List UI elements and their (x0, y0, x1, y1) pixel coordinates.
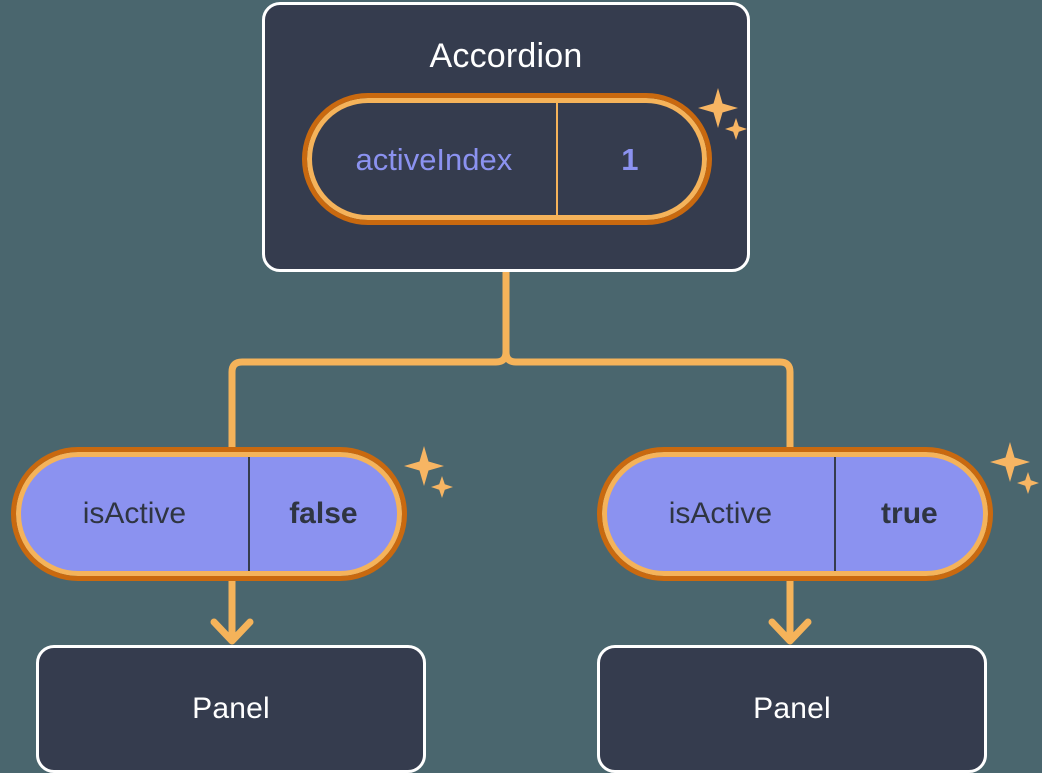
sparkle-icon (990, 442, 1039, 494)
arrow-head-left (210, 618, 254, 645)
panel-title: Panel (192, 692, 270, 725)
state-value-label: 1 (555, 103, 702, 215)
state-key-label: isActive (82, 497, 187, 530)
state-pill-body: isActive true (597, 447, 993, 581)
state-key-label: isActive (668, 497, 773, 530)
state-pill-body: activeIndex 1 (302, 93, 712, 225)
panel-title: Panel (753, 692, 831, 725)
state-key-label: activeIndex (355, 141, 513, 177)
state-pill-is-active-true[interactable]: isActive true (597, 447, 993, 581)
sparkle-icon (404, 446, 453, 498)
state-pill-active-index[interactable]: activeIndex 1 (302, 93, 712, 225)
panel-component-card-right[interactable]: Panel (597, 645, 987, 773)
connector-branch-left (228, 348, 510, 459)
state-pill-is-active-false[interactable]: isActive false (11, 447, 407, 581)
state-value-label: true (833, 457, 983, 571)
state-pill-body: isActive false (11, 447, 407, 581)
state-value-label: false (247, 457, 397, 571)
connector-branch-right (502, 348, 794, 459)
arrow-head-right (768, 618, 812, 645)
accordion-title: Accordion (429, 37, 583, 75)
panel-component-card-left[interactable]: Panel (36, 645, 426, 773)
